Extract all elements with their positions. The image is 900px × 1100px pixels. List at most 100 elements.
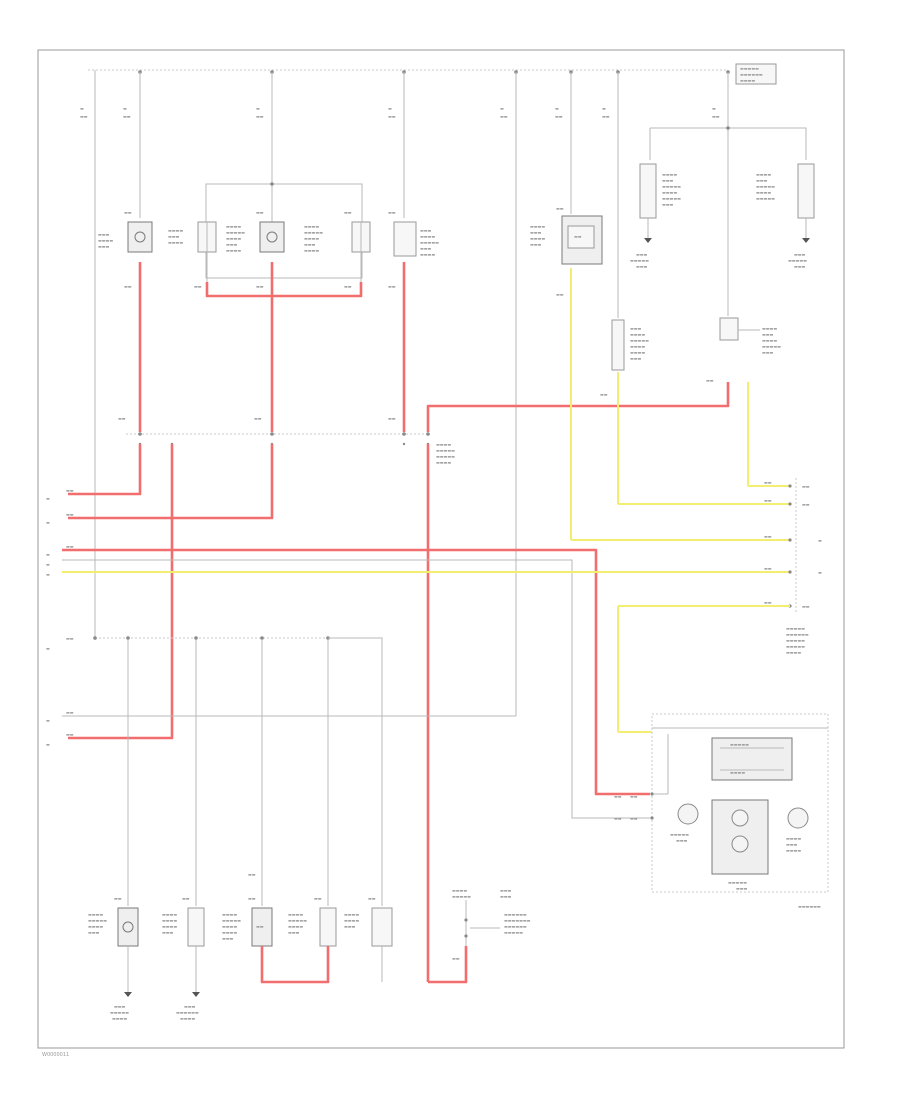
svg-text:▬▬▬▬: ▬▬▬▬ [756,190,771,195]
svg-text:▬▬▬▬▬: ▬▬▬▬▬ [762,344,781,349]
svg-text:▬▬▬▬: ▬▬▬▬ [452,888,467,893]
svg-text:▬▬▬▬▬: ▬▬▬▬▬ [740,66,759,71]
top-connector-bus: ▬▬▬▬▬ ▬▬▬▬▬▬ ▬▬▬▬ [88,63,777,85]
svg-text:▬▬▬▬: ▬▬▬▬ [112,1016,127,1021]
svg-text:▬▬▬▬: ▬▬▬▬ [630,344,645,349]
svg-text:▬▬▬: ▬▬▬ [420,228,432,233]
svg-text:▬: ▬ [555,106,559,111]
svg-text:▬▬▬▬▬: ▬▬▬▬▬ [504,930,523,935]
svg-text:▬▬▬▬: ▬▬▬▬ [740,78,755,83]
bottom-inline-connector: ▬▬▬▬▬▬▬▬▬ ▬▬▬▬▬▬ ▬▬▬▬▬▬▬▬▬▬▬▬▬▬▬▬▬▬▬▬▬▬▬… [452,888,531,961]
svg-text:▬▬▬: ▬▬▬ [636,264,648,269]
svg-text:▬▬▬▬▬: ▬▬▬▬▬ [756,196,775,201]
svg-text:▬▬▬▬: ▬▬▬▬ [786,650,801,655]
svg-text:▬▬▬▬: ▬▬▬▬ [168,228,183,233]
svg-text:▬▬▬: ▬▬▬ [304,242,316,247]
svg-text:▬▬▬▬▬: ▬▬▬▬▬ [662,196,681,201]
svg-text:▬▬▬▬▬: ▬▬▬▬▬ [288,918,307,923]
svg-text:▬▬: ▬▬ [182,896,190,901]
svg-text:▬▬: ▬▬ [66,732,74,737]
svg-text:▬▬▬▬▬▬▬: ▬▬▬▬▬▬▬ [504,918,531,923]
svg-text:▬▬▬▬▬: ▬▬▬▬▬ [730,742,749,747]
lower-vertical-wires [127,640,329,906]
svg-text:▬▬▬: ▬▬▬ [344,924,356,929]
svg-text:▬▬: ▬▬ [66,488,74,493]
svg-text:▬▬: ▬▬ [66,512,74,517]
svg-text:▬: ▬ [818,570,822,575]
svg-text:▬▬▬: ▬▬▬ [500,894,512,899]
svg-text:▬▬: ▬▬ [314,896,322,901]
svg-text:▬: ▬ [46,572,50,577]
svg-text:▬▬: ▬▬ [802,484,810,489]
vertical-drops [94,70,729,716]
svg-text:▬▬: ▬▬ [66,710,74,715]
svg-text:▬▬▬▬: ▬▬▬▬ [222,912,237,917]
right-connector: ▬▬ ▬▬ ▬▬ ▬▬ ▬▬ ▬▬ ▬▬ ▬ ▬ ▬▬ ▬▬▬▬▬ ▬▬▬▬▬▬… [764,478,822,655]
svg-text:▬▬: ▬▬ [256,114,264,119]
svg-text:▬▬▬: ▬▬▬ [662,178,674,183]
svg-text:▬▬: ▬▬ [194,284,202,289]
right-switch-pair: ▬▬▬▬▬▬▬▬▬▬▬▬▬▬▬▬▬▬▬▬▬▬▬▬ ▬▬▬▬▬▬▬▬▬▬▬▬▬▬▬… [630,126,815,269]
svg-text:▬▬▬: ▬▬▬ [98,244,110,249]
svg-text:▬▬▬: ▬▬▬ [88,930,100,935]
svg-text:▬▬: ▬▬ [452,956,460,961]
svg-text:▬▬▬▬: ▬▬▬▬ [304,236,319,241]
svg-text:▬: ▬ [712,106,716,111]
svg-text:▬▬▬▬: ▬▬▬▬ [530,236,545,241]
svg-text:▬▬▬: ▬▬▬ [630,356,642,361]
svg-text:▬▬▬▬: ▬▬▬▬ [630,332,645,337]
svg-text:▬▬: ▬▬ [388,210,396,215]
svg-text:▬▬: ▬▬ [764,600,772,605]
svg-text:▬▬▬▬▬: ▬▬▬▬▬ [630,258,649,263]
svg-text:▬▬▬▬: ▬▬▬▬ [630,350,645,355]
red-wires-middle [62,444,650,982]
top-wire-tags: ▬▬▬ ▬▬▬ ▬▬▬ ▬▬▬ ▬▬▬ ▬▬▬ ▬▬▬ ▬▬▬ [80,106,720,119]
right-middle-switch-a: ▬▬▬▬▬▬▬▬▬▬▬▬▬▬▬▬▬▬▬▬▬▬▬ ▬▬ [600,319,649,397]
svg-text:▬: ▬ [46,496,50,501]
svg-text:▬▬▬▬: ▬▬▬▬ [420,234,435,239]
svg-text:▬▬▬: ▬▬▬ [762,332,774,337]
svg-text:▬▬▬▬▬: ▬▬▬▬▬ [756,184,775,189]
svg-text:▬▬▬▬▬: ▬▬▬▬▬ [436,448,455,453]
svg-text:▬▬▬: ▬▬▬ [222,936,234,941]
upper-switch-4: ▬▬▬▬▬▬▬▬▬▬▬▬▬▬▬▬▬▬▬▬ ▬▬ ▬▬ [304,210,371,289]
svg-text:▬: ▬ [80,106,84,111]
svg-text:▬: ▬ [46,646,50,651]
svg-text:▬▬: ▬▬ [706,378,714,383]
svg-text:▬▬: ▬▬ [764,498,772,503]
red-wires-upper [138,262,730,432]
svg-text:▬: ▬ [602,106,606,111]
svg-text:▬▬▬▬: ▬▬▬▬ [162,918,177,923]
svg-text:▬: ▬ [46,520,50,525]
svg-text:▬▬▬: ▬▬▬ [98,232,110,237]
svg-text:▬▬: ▬▬ [388,284,396,289]
svg-text:▬▬: ▬▬ [66,636,74,641]
svg-text:▬: ▬ [46,742,50,747]
svg-text:▬▬▬▬: ▬▬▬▬ [88,924,103,929]
upper-switch-1: ▬▬▬▬▬▬▬▬▬▬ ▬▬ ▬▬ [98,210,153,289]
svg-text:▬▬: ▬▬ [256,210,264,215]
svg-text:▬▬▬▬: ▬▬▬▬ [88,912,103,917]
svg-text:▬▬▬: ▬▬▬ [500,888,512,893]
right-module: ▬▬ ▬▬▬▬▬▬▬▬▬▬▬▬▬▬ ▬▬ ▬▬ [530,206,603,297]
svg-text:▬▬: ▬▬ [602,114,610,119]
svg-text:▬▬: ▬▬ [80,114,88,119]
svg-text:▬▬: ▬▬ [802,502,810,507]
svg-text:▬▬: ▬▬ [630,794,638,799]
svg-text:▬▬: ▬▬ [614,794,622,799]
svg-text:▬▬▬▬: ▬▬▬▬ [756,172,771,177]
svg-text:▬▬▬▬▬: ▬▬▬▬▬ [788,258,807,263]
svg-text:▬▬▬: ▬▬▬ [736,886,748,891]
svg-text:▬▬▬▬: ▬▬▬▬ [304,248,319,253]
svg-text:▬▬▬▬: ▬▬▬▬ [222,930,237,935]
svg-text:▬▬▬: ▬▬▬ [756,178,768,183]
bottom-switch-5: ▬▬▬▬▬▬▬▬▬▬▬ ▬▬ [344,896,393,982]
svg-text:▬▬▬▬: ▬▬▬▬ [304,224,319,229]
bottom-switch-1: ▬▬▬▬▬▬▬▬▬▬▬▬▬▬▬▬ ▬▬ ▬▬▬▬▬▬▬▬▬▬▬▬ [88,896,139,1021]
svg-text:▬▬▬▬▬▬: ▬▬▬▬▬▬ [786,632,809,637]
svg-text:▬▬▬▬: ▬▬▬▬ [762,338,777,343]
svg-text:▬▬: ▬▬ [388,114,396,119]
svg-text:▬▬: ▬▬ [256,284,264,289]
svg-text:▬▬▬▬: ▬▬▬▬ [168,240,183,245]
svg-text:▬▬▬: ▬▬▬ [114,1004,126,1009]
